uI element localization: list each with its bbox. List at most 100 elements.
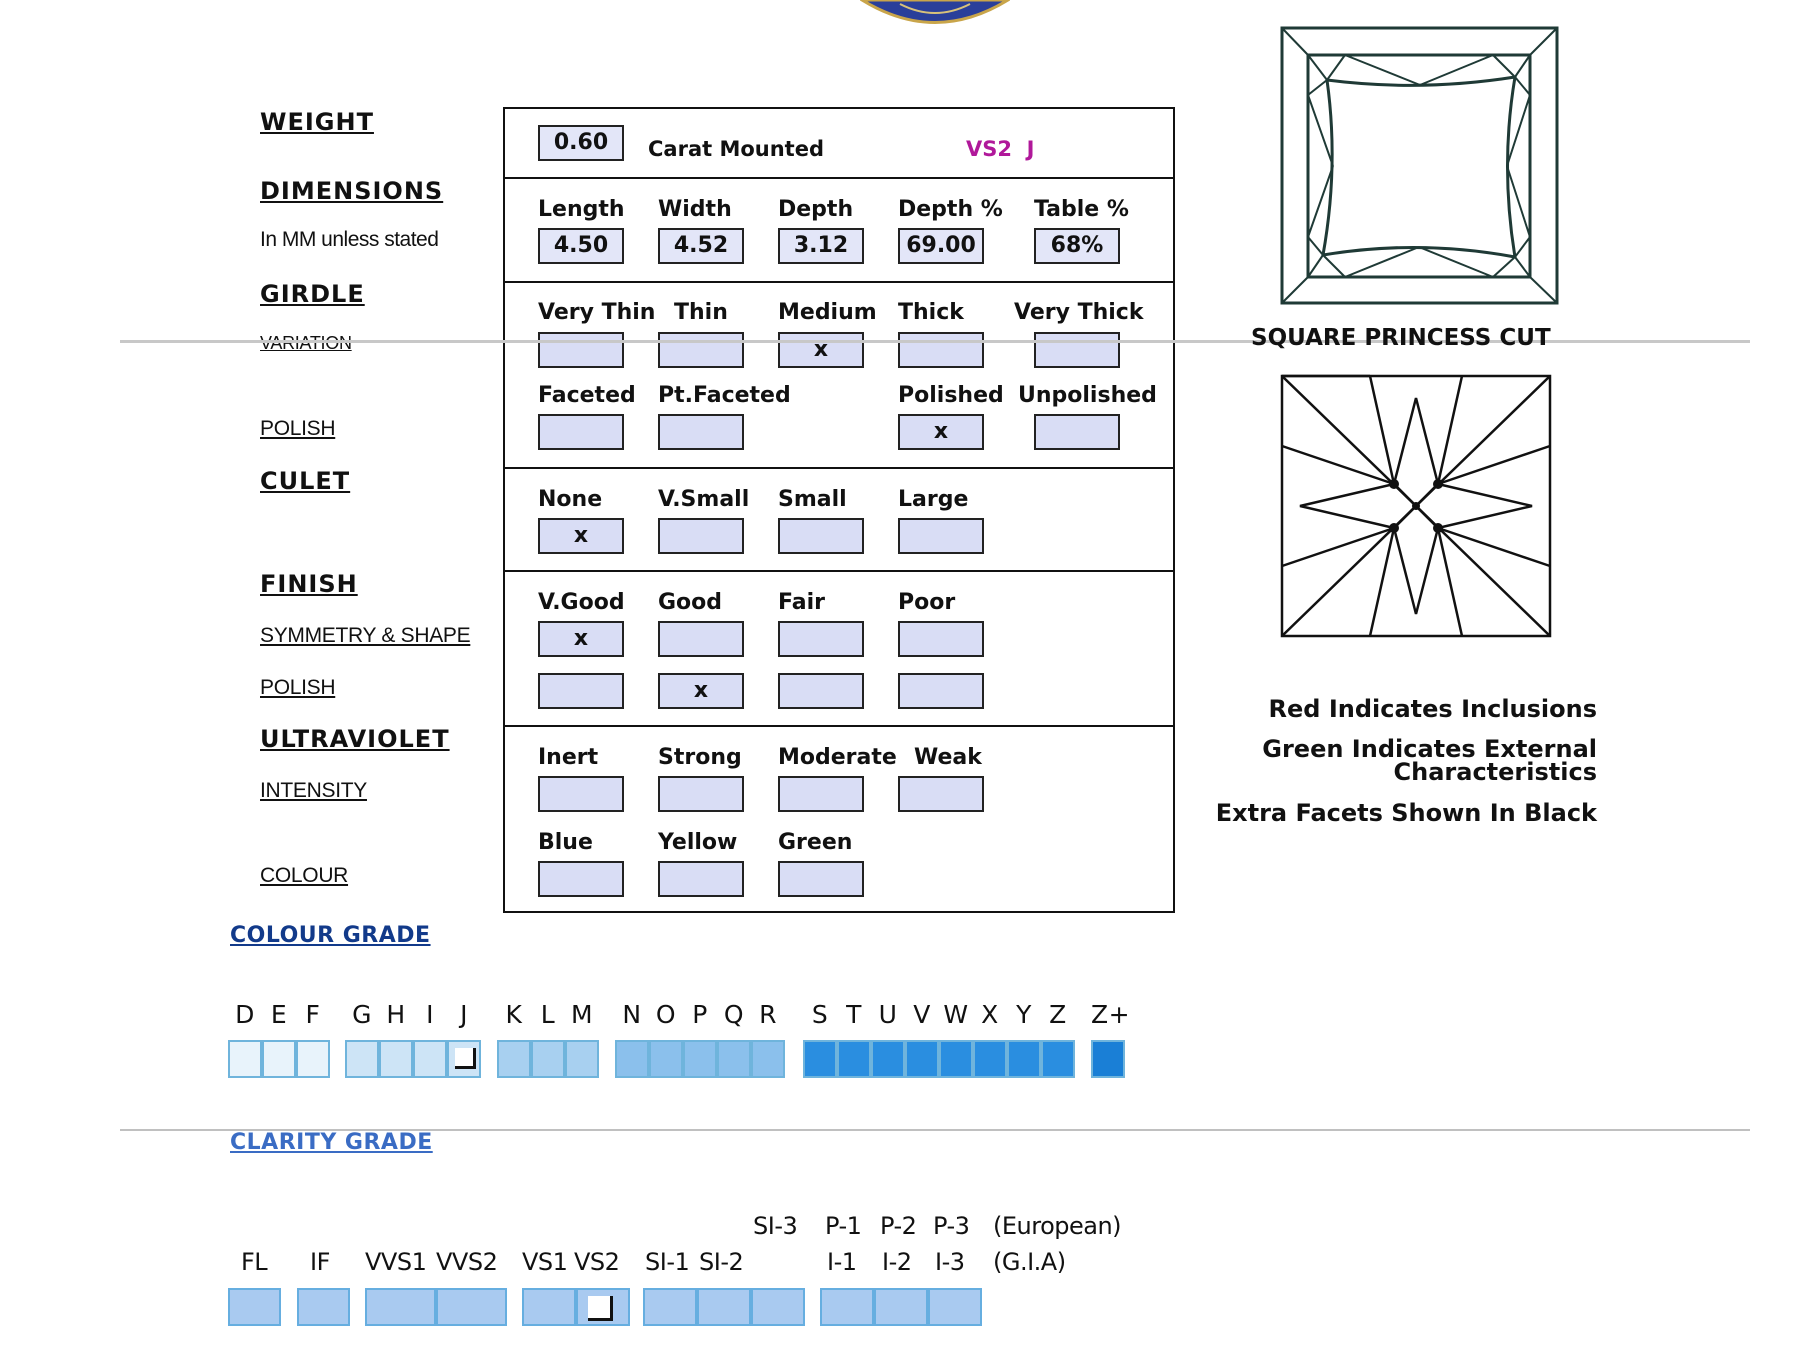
very-thick-checkbox — [1034, 332, 1120, 368]
colour-grade-letter: S — [811, 1000, 829, 1029]
colour-grade-letter: E — [270, 1000, 288, 1029]
clarity-grade-cell — [820, 1288, 874, 1326]
colour-grade-cell — [1007, 1040, 1041, 1078]
culet-none-checkbox: x — [538, 518, 624, 554]
scan-fold-line — [120, 1129, 1750, 1131]
symmetry-label: SYMMETRY & SHAPE — [260, 624, 471, 647]
colour-grade-cell — [345, 1040, 379, 1078]
row-divider — [505, 281, 1173, 283]
strong-checkbox — [658, 776, 744, 812]
colour-grade-cell — [939, 1040, 973, 1078]
pt-faceted-header: Pt.Faceted — [658, 383, 791, 408]
culet-label: CULET — [260, 467, 351, 495]
colour-grade-cell — [751, 1040, 785, 1078]
clarity-grade-cell — [228, 1288, 281, 1326]
culet-large-checkbox — [898, 518, 984, 554]
gia-vvs2: VVS2 — [436, 1248, 498, 1276]
inert-header: Inert — [538, 745, 599, 770]
colour-grade-letter: J — [460, 1000, 468, 1029]
colour-grade-letter: Y — [1016, 1000, 1032, 1029]
yellow-checkbox — [658, 861, 744, 897]
row-divider — [505, 725, 1173, 727]
length-value: 4.50 — [538, 228, 624, 264]
clarity-grade-cell — [365, 1288, 436, 1326]
gia-fl: FL — [241, 1248, 268, 1276]
depth-pct-header: Depth % — [898, 197, 1003, 222]
selected-marker — [455, 1048, 476, 1069]
colour-grade-letter: I — [426, 1000, 434, 1029]
clarity-grade-cell — [751, 1288, 805, 1326]
grade-summary: VS2 J — [966, 137, 1035, 161]
colour-grade-cell — [871, 1040, 905, 1078]
legend-red: Red Indicates Inclusions — [1268, 695, 1597, 723]
culet-small-checkbox — [778, 518, 864, 554]
intensity-label: INTENSITY — [260, 779, 367, 802]
polished-checkbox: x — [898, 414, 984, 450]
poor-header: Poor — [898, 590, 956, 615]
colour-grade-cell — [379, 1040, 413, 1078]
symmetry-vgood-checkbox: x — [538, 621, 624, 657]
colour-grade-title: COLOUR GRADE — [230, 923, 431, 948]
table-pct-value: 68% — [1034, 228, 1120, 264]
strong-header: Strong — [658, 745, 742, 770]
thick-header: Thick — [898, 300, 964, 325]
very-thin-checkbox — [538, 332, 624, 368]
colour-grade-cell — [1091, 1040, 1125, 1078]
width-value: 4.52 — [658, 228, 744, 264]
green-checkbox — [778, 861, 864, 897]
clarity-grade-cell — [643, 1288, 697, 1326]
colour-grade-cell — [497, 1040, 531, 1078]
girdle-label: GIRDLE — [260, 280, 365, 308]
thin-header: Thin — [674, 300, 728, 325]
gia-i2: I-2 — [882, 1248, 912, 1276]
polish-fair-checkbox — [778, 673, 864, 709]
symmetry-fair-checkbox — [778, 621, 864, 657]
colour-grade-letter: P — [692, 1000, 708, 1029]
row-divider — [505, 177, 1173, 179]
culet-large-header: Large — [898, 487, 969, 512]
moderate-header: Moderate — [778, 745, 897, 770]
variation-label: VARIATION — [260, 333, 352, 353]
colour-grade-letter: R — [759, 1000, 777, 1029]
colour-grade-cell — [683, 1040, 717, 1078]
width-header: Width — [658, 197, 732, 222]
princess-cut-crown-diagram — [1280, 26, 1559, 305]
colour-grade-cell — [447, 1040, 481, 1078]
length-header: Length — [538, 197, 625, 222]
colour-grade-letter: K — [505, 1000, 523, 1029]
princess-cut-pavilion-diagram — [1280, 374, 1552, 638]
colour-grade-letter: X — [981, 1000, 999, 1029]
pt-faceted-checkbox — [658, 414, 744, 450]
very-thick-header: Very Thick — [1014, 300, 1144, 325]
dimensions-note: In MM unless stated — [260, 228, 439, 251]
faceted-header: Faceted — [538, 383, 636, 408]
polish-poor-checkbox — [898, 673, 984, 709]
colour-grade-cell — [837, 1040, 871, 1078]
symmetry-good-checkbox — [658, 621, 744, 657]
selected-marker — [588, 1296, 613, 1321]
scan-fold-line — [120, 340, 1750, 343]
colour-grade-letter: F — [305, 1000, 321, 1029]
moderate-checkbox — [778, 776, 864, 812]
legend-black: Extra Facets Shown In Black — [1215, 799, 1597, 827]
polish-label: POLISH — [260, 417, 336, 440]
finish-polish-label: POLISH — [260, 676, 336, 699]
depth-header: Depth — [778, 197, 854, 222]
unpolished-checkbox — [1034, 414, 1120, 450]
yellow-header: Yellow — [658, 830, 738, 855]
colour-grade-letter: L — [540, 1000, 556, 1029]
clarity-grade-cell — [436, 1288, 507, 1326]
table-pct-header: Table % — [1034, 197, 1129, 222]
clarity-grade-title: CLARITY GRADE — [230, 1130, 433, 1155]
clarity-grade-cell — [697, 1288, 751, 1326]
vgood-header: V.Good — [538, 590, 625, 615]
clarity-grade-cell — [928, 1288, 982, 1326]
weak-header: Weak — [914, 745, 982, 770]
depth-pct-value: 69.00 — [898, 228, 984, 264]
colour-grade-letter: W — [943, 1000, 969, 1029]
inert-checkbox — [538, 776, 624, 812]
finish-label: FINISH — [260, 570, 358, 598]
gia-vs2: VS2 — [574, 1248, 620, 1276]
european-label: (European) — [993, 1212, 1122, 1240]
european-p1: P-1 — [825, 1212, 862, 1240]
